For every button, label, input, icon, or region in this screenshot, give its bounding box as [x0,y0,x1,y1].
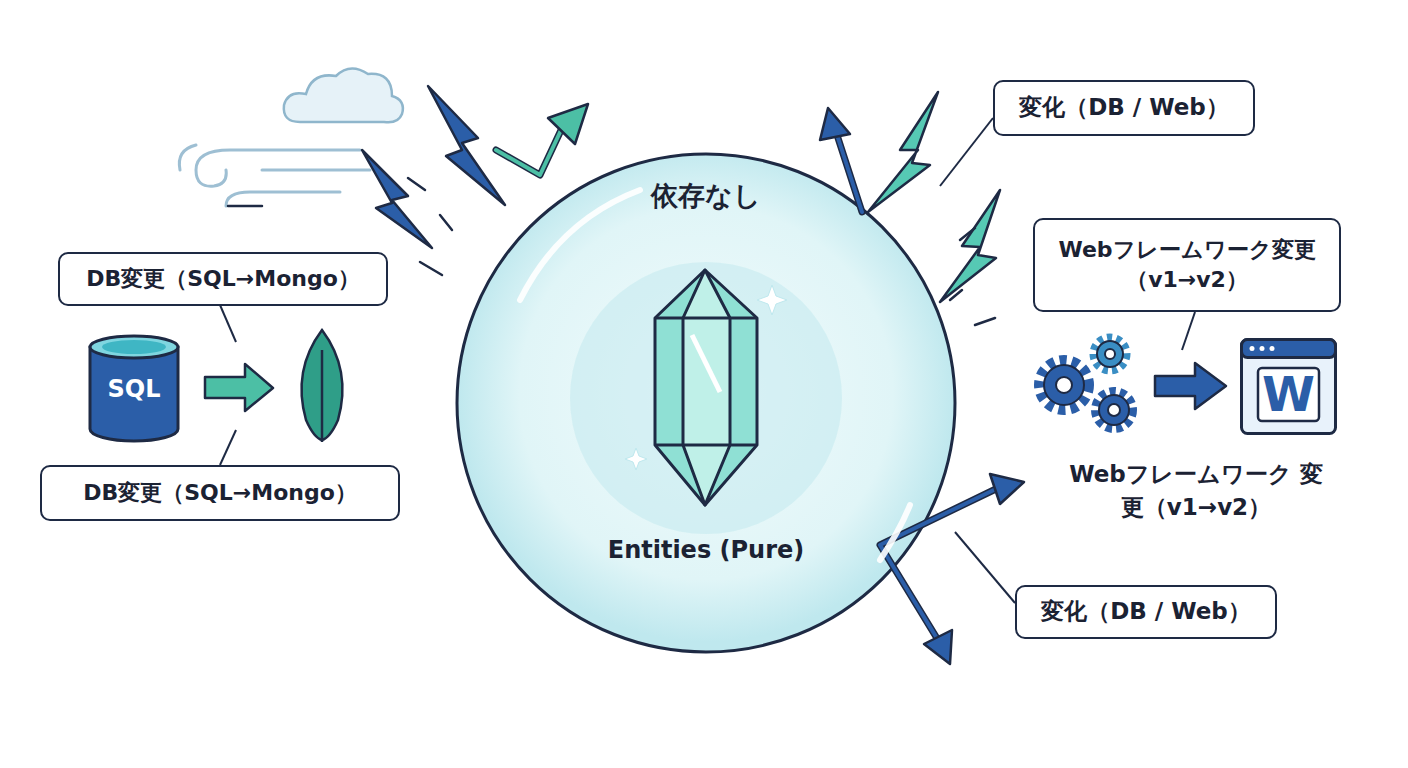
wind-swirl [262,169,370,172]
callout-text: DB変更（SQL→Mongo） [83,478,357,508]
change-callout: 変化（DB / Web） [993,80,1255,136]
window-titlebar [1242,340,1336,358]
force-arrow [548,104,588,144]
force-arrow [820,108,850,140]
database-cylinder: SQL [88,335,180,441]
callout-text-group: Webフレームワーク変更 （v1→v2） [1045,235,1329,294]
force-arrow [924,630,952,664]
lightning-bolt [362,150,432,248]
gear-icon [1040,361,1088,409]
lightning-bolt [868,92,938,212]
wind-swirl [226,192,340,206]
cylinder-top-inner [102,340,166,354]
web-window: W [1240,338,1337,435]
impact-dash [440,215,452,230]
bubble-outline [455,152,957,654]
annotation-label: Webフレームワーク 変更（v1→v2） [1060,458,1332,525]
gear-icon [1096,392,1132,428]
window-dot [1260,346,1265,351]
impact-dash [950,290,962,300]
impact-dash [975,318,995,325]
callout-text-group: 変化（DB / Web） [1041,596,1251,627]
migration-arrow [1155,363,1226,409]
impact-dash [960,228,975,240]
web-logo-letter: W [1240,367,1337,422]
lightning-bolt [940,190,1000,302]
leaf-icon [321,350,324,442]
leaf-icon [302,330,343,442]
impact-dash [420,262,442,275]
gear-icon [1040,338,1132,428]
gear-icon [1094,338,1126,370]
gear-icon [1108,404,1120,416]
force-arrow [496,128,562,175]
database-label: SQL [88,375,180,403]
gear-icon [1044,365,1084,405]
callout-text: Webフレームワーク変更 （v1→v2） [1045,235,1329,294]
framework-callout: Webフレームワーク変更 （v1→v2） [1033,218,1341,312]
leader-line [220,305,236,342]
lightning-bolt [428,86,505,205]
wind-swirl [179,145,196,170]
gear-icon [1097,341,1123,367]
leader-line [220,430,236,465]
bubble-caption: Entities (Pure) [515,534,897,566]
bubble-heading: 依存なし [515,178,897,214]
callout-text-group: 変化（DB / Web） [1019,92,1229,123]
impact-dash [228,205,262,208]
wind-swirl [196,150,360,186]
leader-line [940,118,993,186]
migration-arrow [205,364,273,411]
database-label-text: SQL [88,375,180,403]
wind-swirl [179,145,370,206]
cylinder-top [90,336,178,358]
impact-dash [408,178,425,190]
leaf-icon [302,330,343,440]
force-arrow [496,128,562,175]
gear-icon [1056,377,1072,393]
callout-text-group: DB変更（SQL→Mongo） [83,478,357,508]
callout-text-group: DB変更（SQL→Mongo） [86,264,360,294]
entity-bubble: 依存なし Entities (Pure) [455,152,957,654]
change-callout: 変化（DB / Web） [1015,585,1277,639]
callout-text: DB変更（SQL→Mongo） [86,264,360,294]
leader-line [955,532,1015,603]
window-dot [1250,346,1255,351]
callout-text: 変化（DB / Web） [1041,596,1251,627]
db-callout: DB変更（SQL→Mongo） [40,465,400,521]
bubble-circle [457,154,955,652]
window-dot [1270,346,1275,351]
callout-text: 変化（DB / Web） [1019,92,1229,123]
gear-icon [1105,349,1115,359]
gear-icon [1099,395,1129,425]
leader-line [1182,312,1195,350]
cloud [284,68,403,122]
cloud [284,68,403,122]
web-logo: W [1240,367,1337,422]
db-callout: DB変更（SQL→Mongo） [58,252,388,306]
force-arrow [990,474,1024,504]
lightning-bolt [362,86,505,248]
